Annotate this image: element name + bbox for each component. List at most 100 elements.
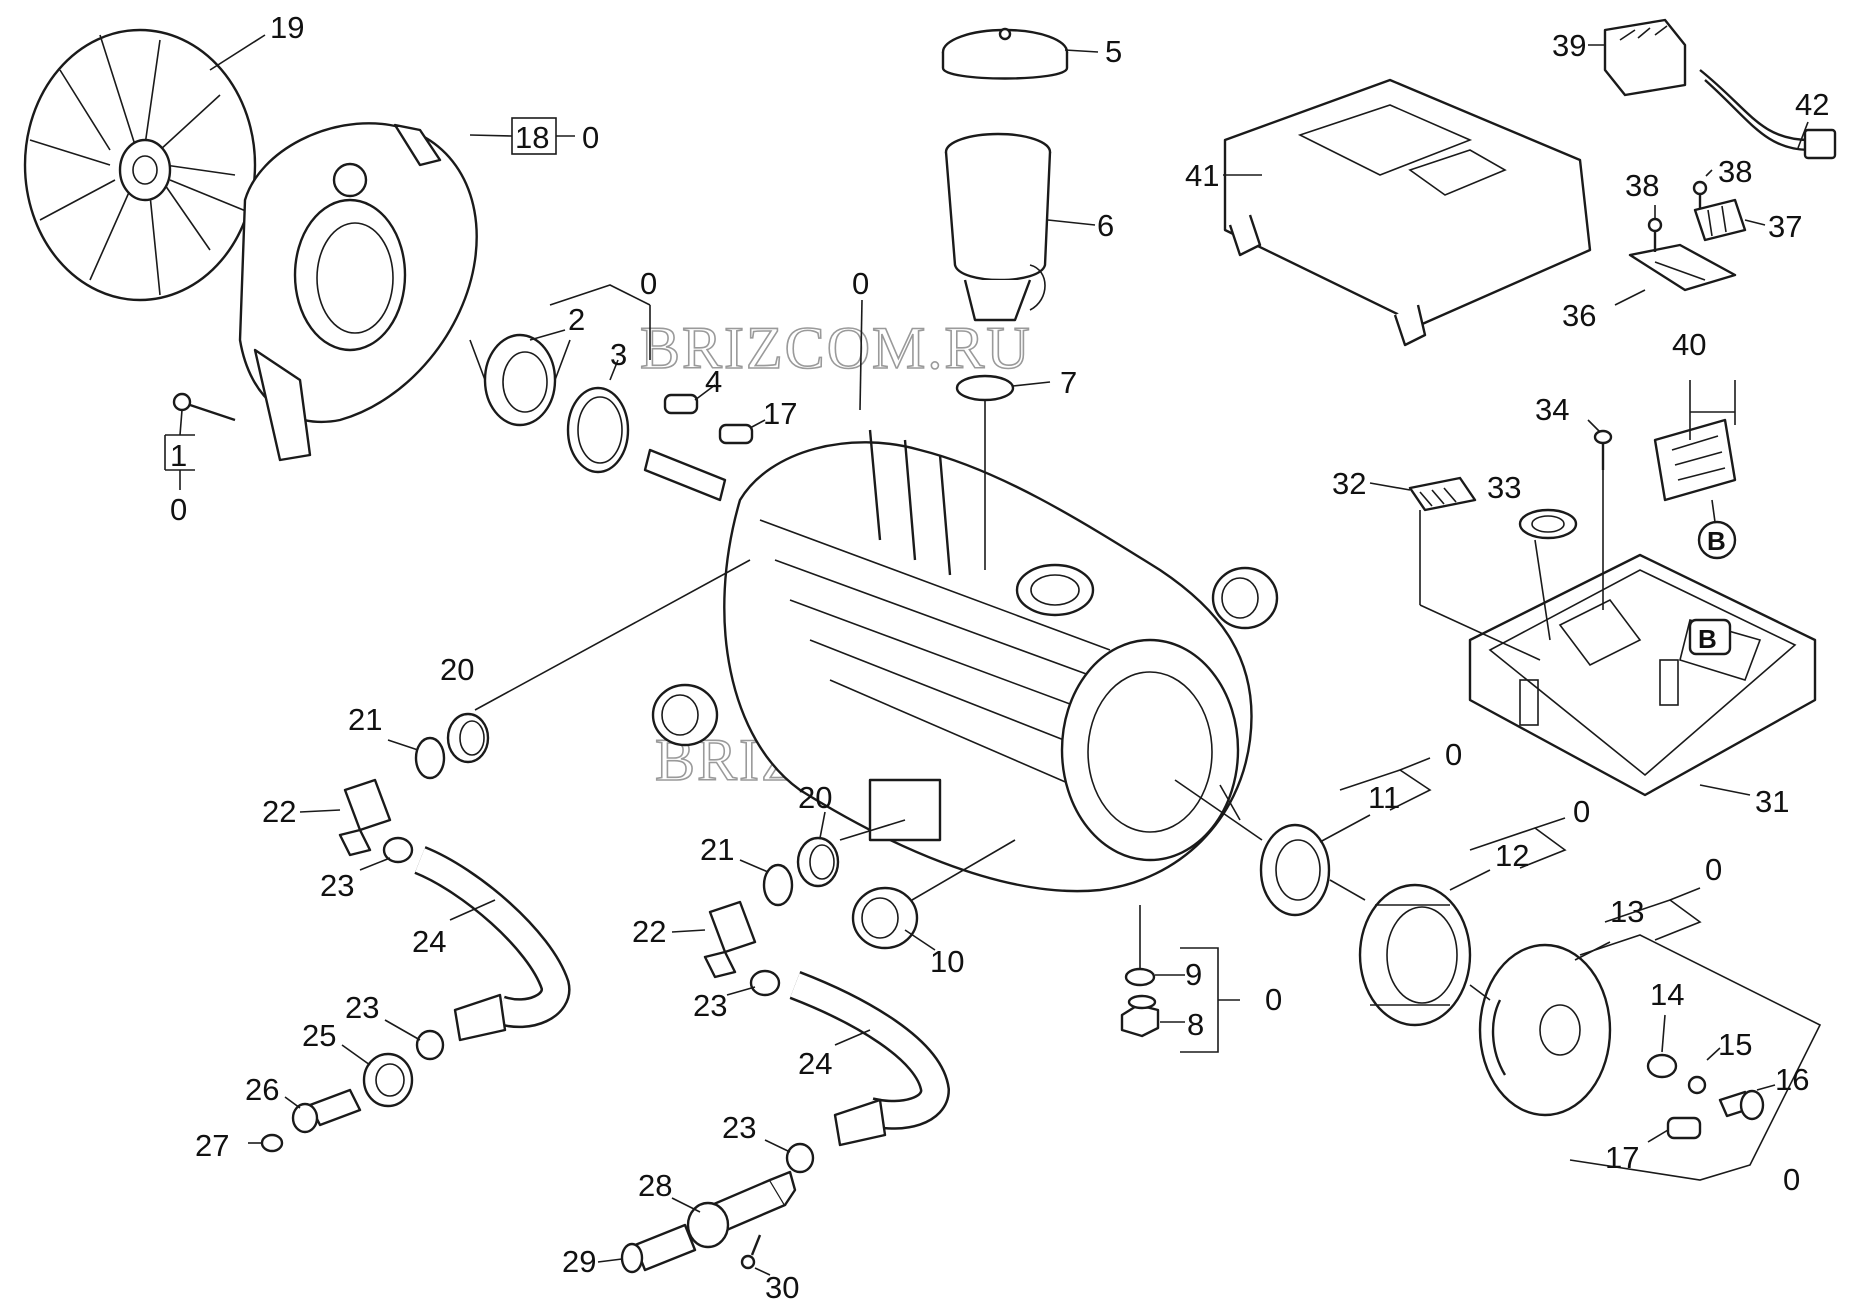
label-18-zero: 0	[582, 120, 599, 155]
label-22-mid: 22	[632, 914, 666, 949]
o-ring-part-7	[955, 374, 1015, 402]
seal-part-11	[1259, 823, 1331, 917]
label-14: 14	[1650, 977, 1684, 1012]
label-28: 28	[638, 1168, 672, 1203]
label-24-top: 24	[412, 924, 446, 959]
badge-b-box-text: B	[1698, 624, 1717, 654]
key-part-17-bottom	[1666, 1116, 1702, 1140]
terminal-block-part-37	[1693, 198, 1747, 242]
nut-part-25	[362, 1052, 414, 1108]
bolt-part-1	[172, 392, 236, 422]
rail-part-36	[1628, 243, 1737, 292]
label-6: 6	[1097, 208, 1114, 243]
label-13-zero: 0	[1705, 852, 1722, 887]
reservoir-cap-part-5	[941, 27, 1069, 80]
label-bottom-right-zero: 0	[1783, 1162, 1800, 1197]
key-part-4	[663, 393, 699, 415]
label-38-b: 38	[1718, 154, 1752, 189]
label-27: 27	[195, 1128, 229, 1163]
pulley-part-13	[1478, 943, 1612, 1117]
o-ring-part-27	[260, 1133, 284, 1153]
label-17-bottom: 17	[1605, 1140, 1639, 1175]
contactor-part-39	[1603, 18, 1687, 97]
label-5: 5	[1105, 34, 1122, 69]
filter-part-29	[620, 1223, 697, 1274]
sleeve-part-20-top	[446, 712, 490, 764]
label-1: 1	[170, 438, 187, 473]
valve-part-28	[686, 1170, 797, 1249]
bearing-part-2	[469, 333, 571, 427]
label-3-zero: 0	[640, 266, 657, 301]
label-41: 41	[1185, 158, 1219, 193]
label-13: 13	[1610, 894, 1644, 929]
label-8: 8	[1187, 1007, 1204, 1042]
cable-part-42	[1699, 69, 1837, 160]
clamp-part-21-top	[414, 736, 446, 780]
electrical-box-part-31	[1468, 553, 1817, 797]
label-12-zero: 0	[1573, 794, 1590, 829]
label-39: 39	[1552, 28, 1586, 63]
sleeve-part-20-mid	[796, 836, 840, 888]
ring-part-3	[566, 386, 630, 474]
label-30: 30	[765, 1270, 799, 1305]
label-33: 33	[1487, 470, 1521, 505]
label-22-top: 22	[262, 794, 296, 829]
badge-b-circle-text: B	[1707, 526, 1726, 556]
label-37: 37	[1768, 209, 1802, 244]
washer-part-14	[1646, 1053, 1678, 1079]
bushing-right	[1211, 566, 1279, 630]
grommet-part-33	[1518, 508, 1578, 540]
label-4: 4	[705, 364, 722, 399]
screw-part-30	[740, 1234, 762, 1270]
o-ring-part-9	[1124, 967, 1156, 987]
label-21-top: 21	[348, 702, 382, 737]
screw-part-38-a	[1647, 217, 1663, 252]
label-11: 11	[1368, 780, 1400, 815]
clip-part-23-b	[415, 1029, 445, 1061]
badge-b-on-box: B	[1688, 618, 1732, 656]
bolt-part-16	[1718, 1089, 1765, 1121]
fitting-part-26	[291, 1088, 362, 1134]
label-32: 32	[1332, 466, 1366, 501]
label-24-mid: 24	[798, 1046, 832, 1081]
screw-part-34	[1593, 429, 1613, 470]
label-31: 31	[1755, 784, 1789, 819]
label-26: 26	[245, 1072, 279, 1107]
fan-part-19	[23, 28, 281, 302]
label-18: 18	[515, 120, 549, 155]
label-23-c: 23	[693, 988, 727, 1023]
clip-part-23-c	[749, 969, 781, 997]
label-15: 15	[1718, 1027, 1752, 1062]
label-20-top: 20	[440, 652, 474, 687]
label-36: 36	[1562, 298, 1596, 333]
plug-part-8	[1120, 994, 1160, 1038]
label-12: 12	[1495, 838, 1529, 873]
reservoir-cup-part-6	[944, 132, 1052, 322]
label-2: 2	[568, 302, 585, 337]
label-23-b: 23	[345, 990, 379, 1025]
label-7: 7	[1060, 365, 1077, 400]
label-23-a: 23	[320, 868, 354, 903]
lock-washer-part-15	[1687, 1075, 1707, 1095]
leader-lines	[164, 34, 1822, 1276]
label-20-mid: 20	[798, 780, 832, 815]
shaft	[643, 448, 727, 502]
label-3: 3	[610, 337, 627, 372]
cover-part-41	[1223, 78, 1592, 347]
label-42: 42	[1795, 87, 1829, 122]
label-21-mid: 21	[700, 832, 734, 867]
label-29: 29	[562, 1244, 596, 1279]
screw-part-38-b	[1692, 180, 1708, 210]
label-casing-zero: 0	[852, 266, 869, 301]
bearing-part-12	[1358, 883, 1472, 1027]
bushing-part-10	[851, 886, 919, 950]
elbow-part-22-top	[338, 778, 392, 857]
hose-end-top	[453, 993, 507, 1042]
label-25: 25	[302, 1018, 336, 1053]
hose-end-mid	[833, 1098, 887, 1147]
label-8-9-zero: 0	[1265, 982, 1282, 1017]
badge-b-circle: B	[1697, 520, 1737, 560]
label-9: 9	[1185, 957, 1202, 992]
terminal-strip-part-32	[1408, 476, 1477, 512]
label-11-zero: 0	[1445, 737, 1462, 772]
